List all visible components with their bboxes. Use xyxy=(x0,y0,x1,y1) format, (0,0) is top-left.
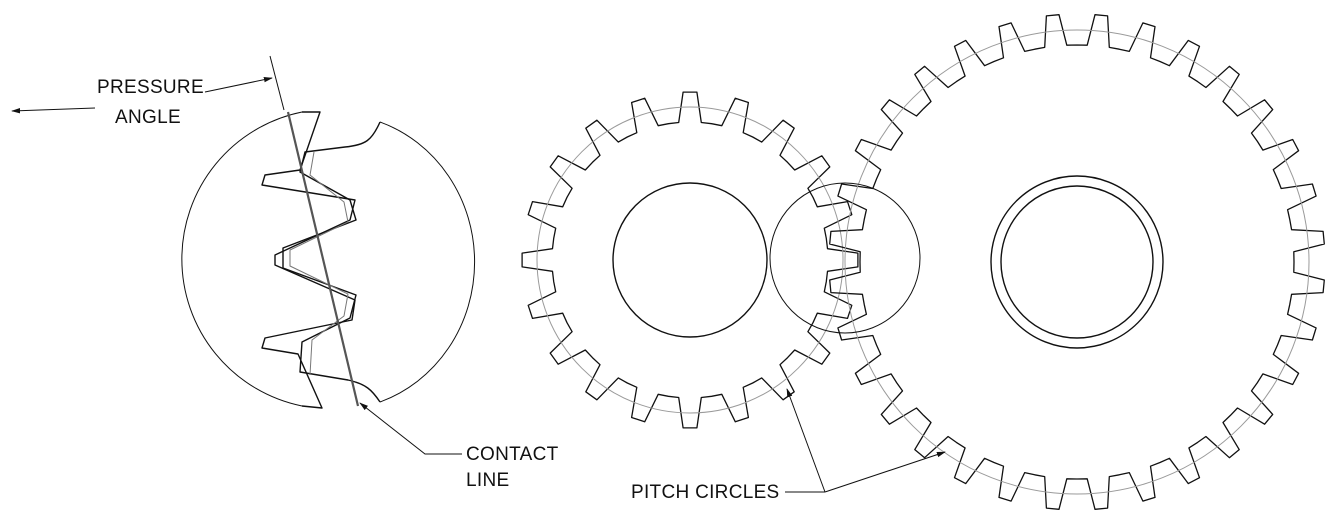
pitch-circles-label: PITCH CIRCLES xyxy=(631,482,780,503)
pressure-angle-reference-line xyxy=(269,55,285,111)
small-gear xyxy=(521,91,859,429)
detail-boundary-left-arc xyxy=(181,111,303,407)
detail-rack-profile xyxy=(261,111,356,409)
large-gear-bore-inner xyxy=(1000,185,1154,339)
large-gear xyxy=(829,14,1325,510)
detail-boundary-right-arc xyxy=(379,121,476,403)
detail-pinion-shadow xyxy=(289,151,349,376)
small-gear-bore xyxy=(612,182,768,338)
leaders xyxy=(11,77,946,493)
contact-line-label-line2: LINE xyxy=(466,470,510,491)
contact-line-label-line1: CONTACT xyxy=(466,444,559,465)
pressure-angle-label-line2: ANGLE xyxy=(115,107,181,128)
pressure-angle-arrow-right xyxy=(204,77,273,93)
pitch-circle-leader-small xyxy=(786,388,826,493)
large-gear-pitch-circle xyxy=(844,29,1310,495)
mesh-detail-circle xyxy=(769,182,921,334)
pressure-angle-arrow-left xyxy=(11,107,96,114)
pitch-circle-leader-large xyxy=(824,451,946,493)
large-gear-outline xyxy=(829,14,1325,510)
detail-view xyxy=(181,55,476,409)
contact-line xyxy=(286,111,360,407)
large-gear-bore-outer xyxy=(990,175,1164,349)
pressure-angle-label-line1: PRESSURE xyxy=(97,77,204,98)
detail-pinion-profile xyxy=(282,121,381,403)
contact-line-leader xyxy=(359,402,462,455)
small-gear-pitch-circle xyxy=(536,106,844,414)
small-gear-outline xyxy=(521,91,859,429)
